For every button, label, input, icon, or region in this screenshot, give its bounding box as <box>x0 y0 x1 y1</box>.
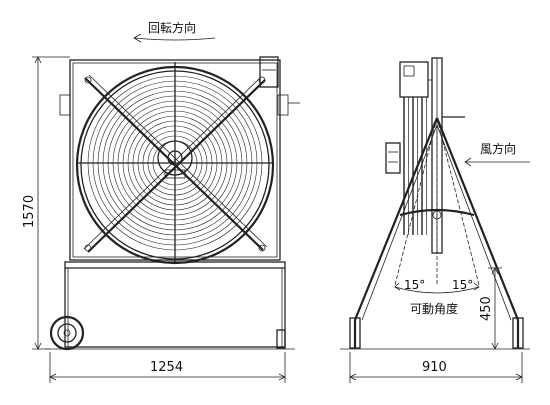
angle-right-label: 15° <box>452 278 473 292</box>
a-frame-legs <box>353 117 439 348</box>
stand-frame <box>64 261 286 348</box>
control-box <box>259 56 279 88</box>
rotation-arrow <box>134 37 216 41</box>
angle-left-label: 15° <box>404 278 425 292</box>
rotation-direction-label: 回転方向 <box>148 20 196 35</box>
caster-wheel <box>49 315 85 351</box>
wind-direction-label: 風方向 <box>480 141 516 156</box>
diagonal-strut <box>87 79 266 253</box>
movable-angle-label: 可動角度 <box>410 301 458 316</box>
diagonal-strut <box>84 77 264 251</box>
dimension-lines: 1570 1254 910 <box>22 56 523 383</box>
side-view: 15° 15° 可動角度 風方向 450 <box>340 57 530 350</box>
side-width-dimension: 910 <box>422 360 447 375</box>
height-dimension: 1570 <box>22 195 37 228</box>
front-width-dimension: 1254 <box>150 360 183 375</box>
front-view: 回転方向 <box>45 20 300 351</box>
motor-housing <box>399 61 429 98</box>
pivot-height-dimension: 450 <box>479 296 494 321</box>
